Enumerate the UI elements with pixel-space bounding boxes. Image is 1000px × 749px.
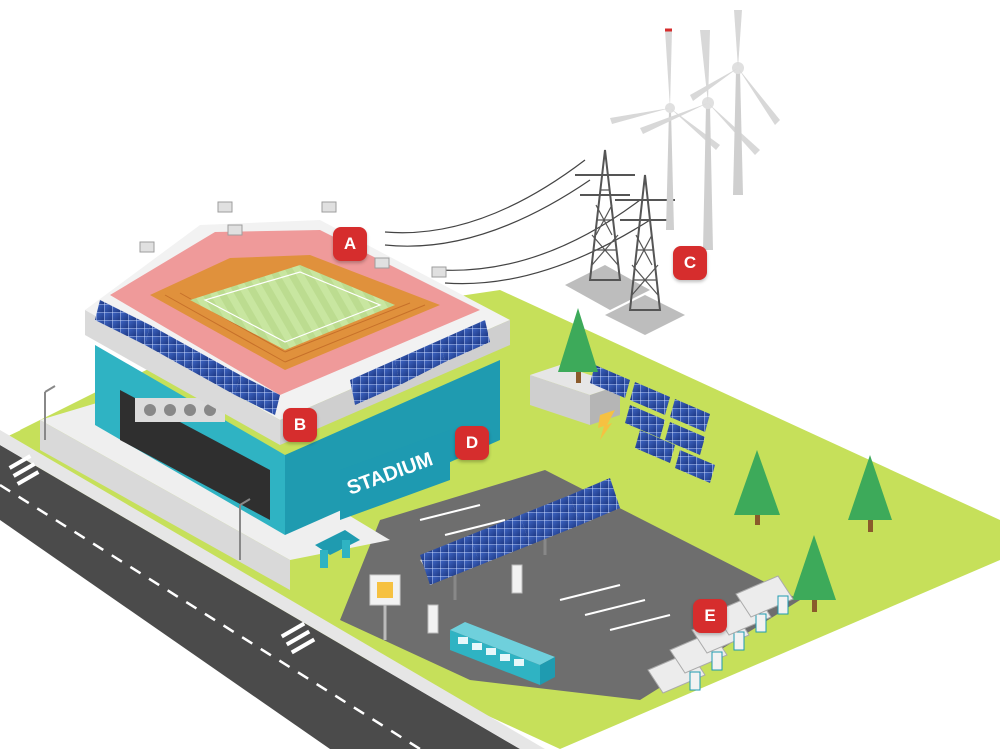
marker-b-label: B <box>293 415 307 434</box>
charging-signpost <box>369 574 401 640</box>
stadium-solar-panels <box>95 300 490 415</box>
crosswalk-left <box>8 454 40 486</box>
power-lines <box>384 159 651 285</box>
pylon-2 <box>605 174 685 335</box>
marker-a-label: A <box>343 234 357 253</box>
battery-storage <box>530 365 620 440</box>
ev-chargers <box>427 564 523 634</box>
crosswalk-right <box>280 621 316 655</box>
marker-d-label: D <box>465 433 479 452</box>
seat-rows <box>164 292 426 363</box>
marker-b[interactable]: B <box>283 408 317 442</box>
marker-c[interactable]: C <box>673 246 707 280</box>
tree-2 <box>734 450 780 525</box>
marker-e-label: E <box>704 606 716 625</box>
marker-d[interactable]: D <box>455 426 489 460</box>
field-boundary <box>203 271 382 343</box>
wind-turbine-3 <box>690 10 780 195</box>
marker-e[interactable]: E <box>693 599 727 633</box>
road-curb <box>0 430 545 749</box>
tree-3 <box>848 455 892 532</box>
stadium-wall-right <box>285 360 500 535</box>
stadium-sign-panel <box>340 430 450 520</box>
parked-evs <box>647 575 794 694</box>
stadium-plaza-edge <box>40 420 290 590</box>
stadium-undercroft <box>120 390 270 520</box>
bus-shelter <box>315 530 360 568</box>
electric-bus <box>450 622 555 685</box>
ground-solar-array <box>590 365 715 483</box>
marker-a[interactable]: A <box>333 227 367 261</box>
tree-1 <box>558 308 598 383</box>
tree-4 <box>792 535 836 612</box>
stadium-lights <box>139 201 447 278</box>
stadium-rim-side-left <box>85 310 280 445</box>
marker-c-label: C <box>683 253 697 272</box>
hvac-units <box>135 398 225 422</box>
pylon-1 <box>565 149 650 310</box>
wind-turbine-2 <box>640 30 760 250</box>
street-lamp-2 <box>239 498 251 560</box>
playing-field <box>190 265 395 350</box>
solar-carport <box>420 478 620 600</box>
road-lane-marking <box>0 483 421 749</box>
street-lamp-1 <box>44 385 56 440</box>
